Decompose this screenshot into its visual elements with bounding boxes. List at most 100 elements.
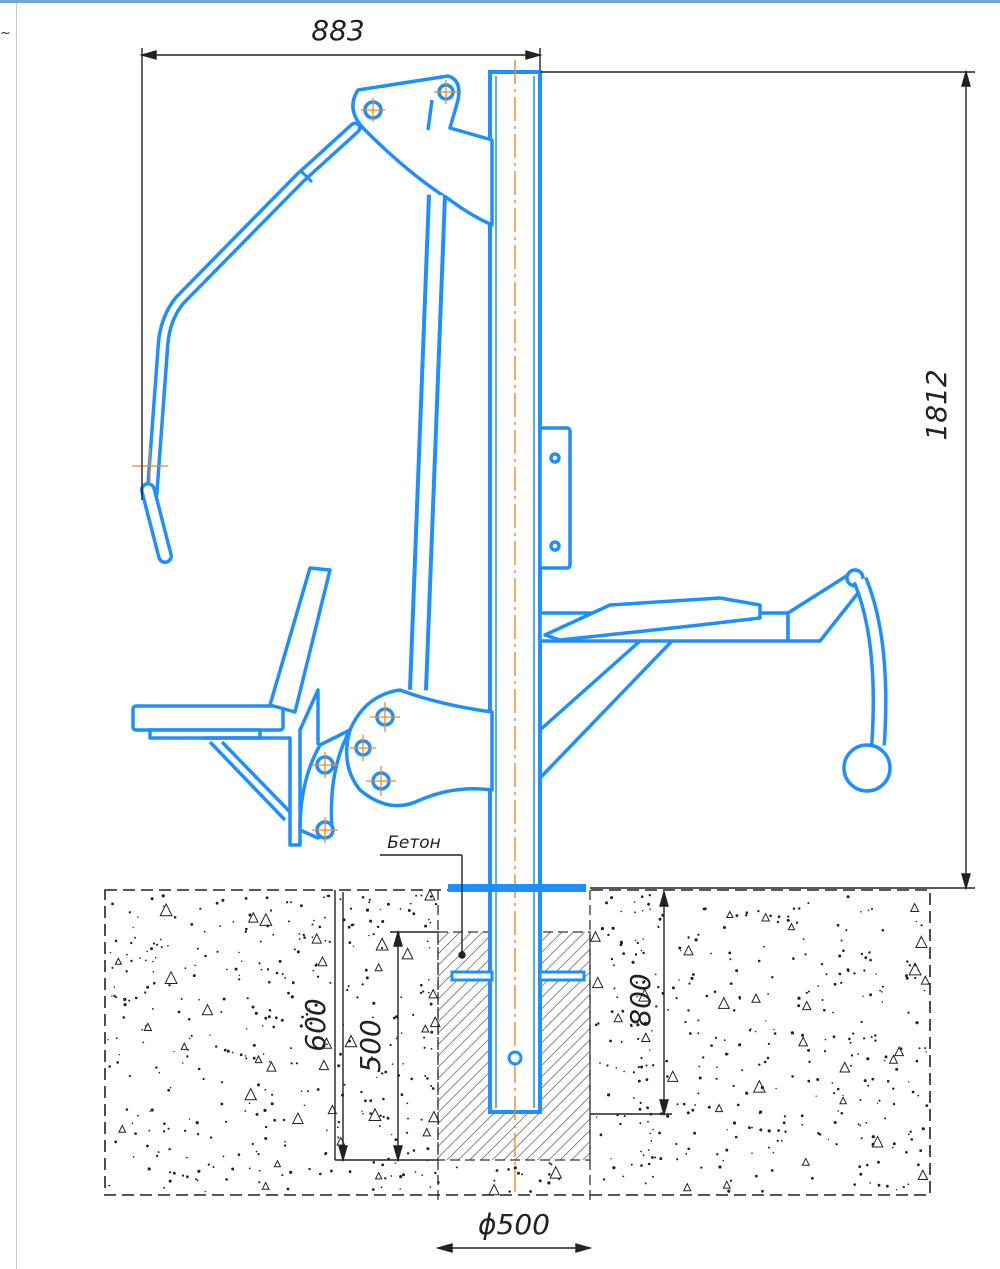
soil-speck [182, 1062, 184, 1064]
soil-speck [691, 1108, 695, 1112]
soil-speck [690, 976, 694, 981]
soil-speck [329, 981, 332, 984]
soil-speck [718, 1165, 722, 1169]
soil-speck [180, 998, 183, 1000]
soil-speck [372, 933, 375, 936]
soil-speck [290, 1062, 293, 1065]
soil-speck [655, 1005, 658, 1008]
soil-speck [866, 1057, 870, 1061]
soil-speck [352, 945, 355, 947]
soil-speck [288, 920, 290, 923]
soil-speck [777, 1129, 780, 1132]
soil-speck [869, 1182, 871, 1184]
soil-speck [702, 907, 706, 911]
soil-speck [429, 1186, 432, 1188]
soil-speck [654, 973, 657, 976]
soil-speck [251, 1005, 255, 1009]
soil-speck [600, 927, 605, 931]
soil-speck [267, 1015, 271, 1019]
soil-speck [163, 1122, 166, 1125]
soil-speck [401, 947, 414, 960]
soil-speck [428, 979, 430, 981]
soil-speck [400, 1093, 404, 1096]
soil-speck [850, 1054, 854, 1057]
soil-speck [313, 919, 315, 922]
soil-speck [219, 925, 222, 927]
soil-speck [184, 967, 187, 970]
soil-speck [853, 1183, 856, 1186]
soil-speck [686, 1111, 690, 1115]
soil-speck [265, 896, 269, 900]
soil-speck [290, 995, 294, 999]
soil-speck [488, 1183, 500, 1196]
soil-speck [682, 1102, 686, 1106]
soil-speck [906, 960, 909, 963]
soil-speck [807, 1079, 811, 1083]
soil-speck [311, 936, 314, 939]
soil-speck [908, 964, 912, 967]
soil-speck [291, 981, 295, 985]
soil-speck [805, 991, 808, 994]
soil-speck [620, 1041, 623, 1043]
soil-speck [108, 1184, 111, 1187]
soil-speck [550, 1163, 553, 1166]
dimension-depth-600-label: 600 [299, 998, 332, 1051]
soil-speck [716, 1066, 718, 1068]
soil-speck [141, 1028, 143, 1031]
soil-speck [835, 1143, 838, 1146]
soil-speck [642, 938, 645, 940]
soil-speck [881, 991, 883, 993]
soil-speck [361, 896, 365, 899]
soil-speck [685, 1153, 688, 1155]
soil-speck [247, 911, 259, 923]
soil-speck [619, 940, 623, 944]
soil-speck [868, 951, 871, 954]
soil-speck [118, 1124, 127, 1133]
soil-speck [109, 951, 112, 954]
soil-speck [159, 938, 162, 941]
soil-speck [842, 1094, 844, 1097]
soil-speck [765, 1020, 767, 1022]
soil-speck [177, 1010, 181, 1014]
soil-speck [726, 1053, 729, 1055]
soil-speck [204, 954, 207, 958]
soil-speck [111, 966, 114, 969]
soil-speck [122, 1016, 125, 1019]
soil-speck [613, 1012, 623, 1023]
soil-speck [390, 1175, 393, 1177]
soil-speck [188, 1118, 191, 1120]
soil-speck [495, 1169, 499, 1172]
soil-speck [305, 1013, 309, 1016]
soil-speck [328, 940, 331, 944]
soil-speck [633, 901, 636, 903]
upper-arm-assembly [140, 74, 494, 691]
soil-speck [220, 1081, 223, 1084]
soil-speck [713, 990, 717, 994]
soil-speck [610, 957, 614, 961]
soil-speck [248, 1167, 251, 1170]
soil-speck [291, 1112, 304, 1124]
soil-speck [597, 1022, 600, 1025]
soil-speck [871, 1135, 884, 1148]
soil-speck [722, 1159, 725, 1162]
soil-speck [326, 1043, 328, 1046]
soil-speck [914, 976, 917, 980]
soil-speck [347, 925, 351, 929]
soil-speck [877, 1183, 881, 1187]
soil-speck [128, 1075, 131, 1078]
soil-speck [732, 1009, 736, 1012]
soil-speck [792, 907, 796, 910]
soil-speck [684, 1021, 687, 1024]
soil-speck [429, 1015, 441, 1028]
soil-speck [859, 1124, 862, 1127]
soil-speck [549, 1165, 563, 1179]
soil-speck [274, 1016, 278, 1020]
soil-speck [632, 1097, 635, 1099]
soil-speck [925, 1104, 929, 1107]
soil-speck [163, 905, 165, 907]
soil-speck [273, 1118, 277, 1122]
soil-speck [758, 1063, 761, 1066]
soil-speck [607, 933, 610, 937]
soil-speck [705, 994, 709, 998]
soil-speck [917, 1094, 920, 1097]
